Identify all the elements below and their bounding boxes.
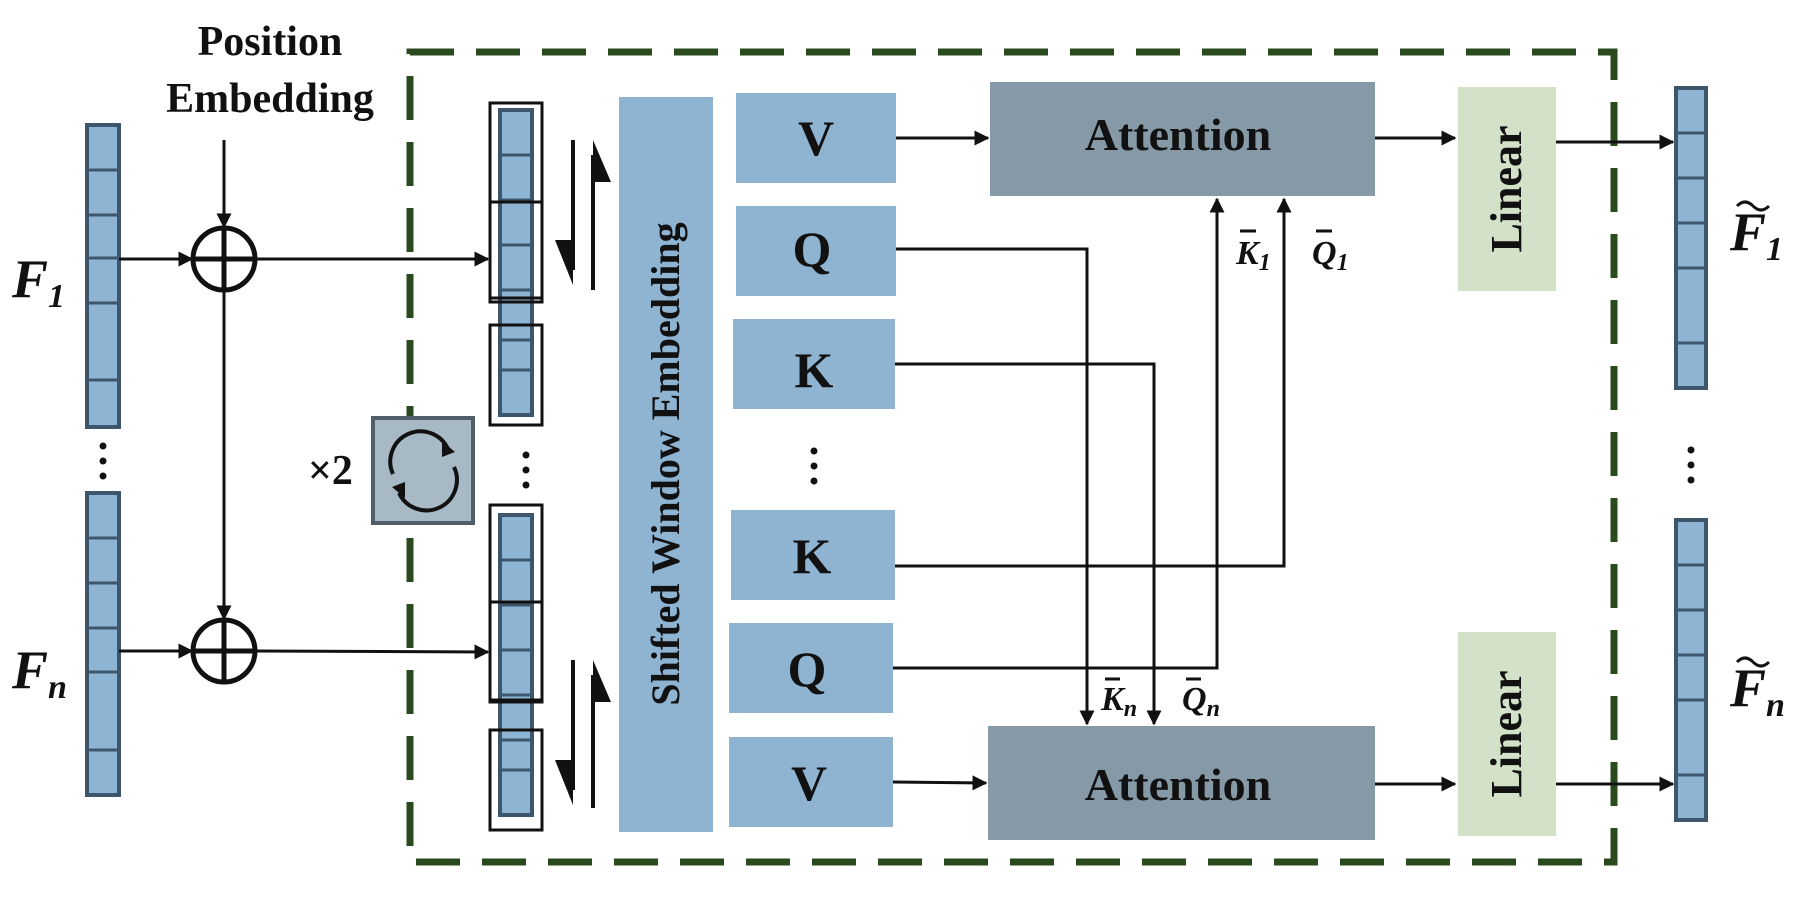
q-label-top: Q bbox=[793, 221, 832, 277]
shift-arrows-top-icon bbox=[555, 140, 611, 290]
shifted-window-embedding-label: Shifted Window Embedding bbox=[643, 222, 688, 705]
k-box-top bbox=[733, 319, 895, 409]
output-ellipsis bbox=[1687, 446, 1695, 484]
v-box-top bbox=[736, 93, 896, 183]
k1-bar-label: K1 bbox=[1235, 229, 1271, 276]
attention-label-top: Attention bbox=[1085, 109, 1272, 160]
svg-text:Qn: Qn bbox=[1182, 681, 1220, 722]
output-label-f1: F1 bbox=[1729, 200, 1783, 268]
attention-block-bottom bbox=[988, 726, 1375, 840]
linear-block-top bbox=[1458, 87, 1556, 291]
input-ellipsis bbox=[99, 442, 107, 480]
attention-block-top bbox=[990, 82, 1375, 196]
window-token-stack-top bbox=[488, 101, 544, 427]
k-box-bottom bbox=[731, 510, 895, 600]
module-dashed-border bbox=[406, 48, 1618, 866]
position-embedding-label-line1: Position bbox=[198, 19, 343, 65]
add-bottom-to-window-arrow bbox=[255, 644, 490, 660]
input-label-f1: F1 bbox=[11, 249, 65, 315]
q1-bar-label: Q1 bbox=[1312, 229, 1349, 276]
linear-label-top: Linear bbox=[1482, 125, 1531, 252]
linear-label-bottom: Linear bbox=[1482, 670, 1531, 797]
k-top-to-attention-bottom-arrow bbox=[895, 362, 1162, 726]
v-label-top: V bbox=[798, 110, 834, 166]
q-top-to-attention-bottom-arrow bbox=[896, 247, 1095, 726]
shifted-window-embedding-block bbox=[619, 97, 713, 832]
input-token-stack-fn bbox=[85, 491, 121, 797]
v-box-bottom bbox=[729, 737, 893, 827]
kn-bar-label: Kn bbox=[1100, 677, 1137, 722]
repeat-count-label: ×2 bbox=[308, 448, 353, 494]
svg-text:Q1: Q1 bbox=[1312, 235, 1349, 276]
input-label-fn: Fn bbox=[11, 640, 67, 706]
shift-arrows-bottom-icon bbox=[555, 660, 611, 808]
svg-text:Fn: Fn bbox=[1729, 658, 1785, 724]
q-label-bottom: Q bbox=[788, 641, 827, 697]
q-box-bottom bbox=[729, 623, 893, 713]
output-token-stack-f1 bbox=[1674, 86, 1708, 390]
qn-bar-label: Qn bbox=[1182, 677, 1220, 722]
attention-label-bottom: Attention bbox=[1085, 759, 1272, 810]
svg-text:Kn: Kn bbox=[1100, 681, 1137, 722]
window-token-stack-bottom bbox=[488, 503, 544, 832]
v-label-bottom: V bbox=[791, 755, 827, 811]
output-label-fn: Fn bbox=[1729, 656, 1785, 724]
window-ellipsis bbox=[522, 451, 530, 489]
input-token-stack-f1 bbox=[85, 123, 121, 429]
v-bottom-to-attention-arrow bbox=[892, 775, 988, 791]
qkv-ellipsis bbox=[810, 447, 818, 485]
k-bottom-to-attention-top-arrow bbox=[895, 197, 1292, 568]
repeat-cycle-icon bbox=[371, 416, 475, 525]
add-node-bottom-icon bbox=[190, 617, 258, 685]
q-box-top bbox=[736, 206, 896, 296]
k-label-top: K bbox=[795, 342, 834, 398]
q-bottom-to-attention-top-arrow bbox=[893, 197, 1225, 670]
svg-text:F1: F1 bbox=[1729, 202, 1783, 268]
svg-text:K1: K1 bbox=[1235, 235, 1271, 276]
position-embedding-label-line2: Embedding bbox=[166, 76, 374, 122]
add-node-top-icon bbox=[190, 225, 258, 293]
output-token-stack-fn bbox=[1674, 518, 1708, 822]
k-label-bottom: K bbox=[793, 528, 832, 584]
linear-block-bottom bbox=[1458, 632, 1556, 836]
